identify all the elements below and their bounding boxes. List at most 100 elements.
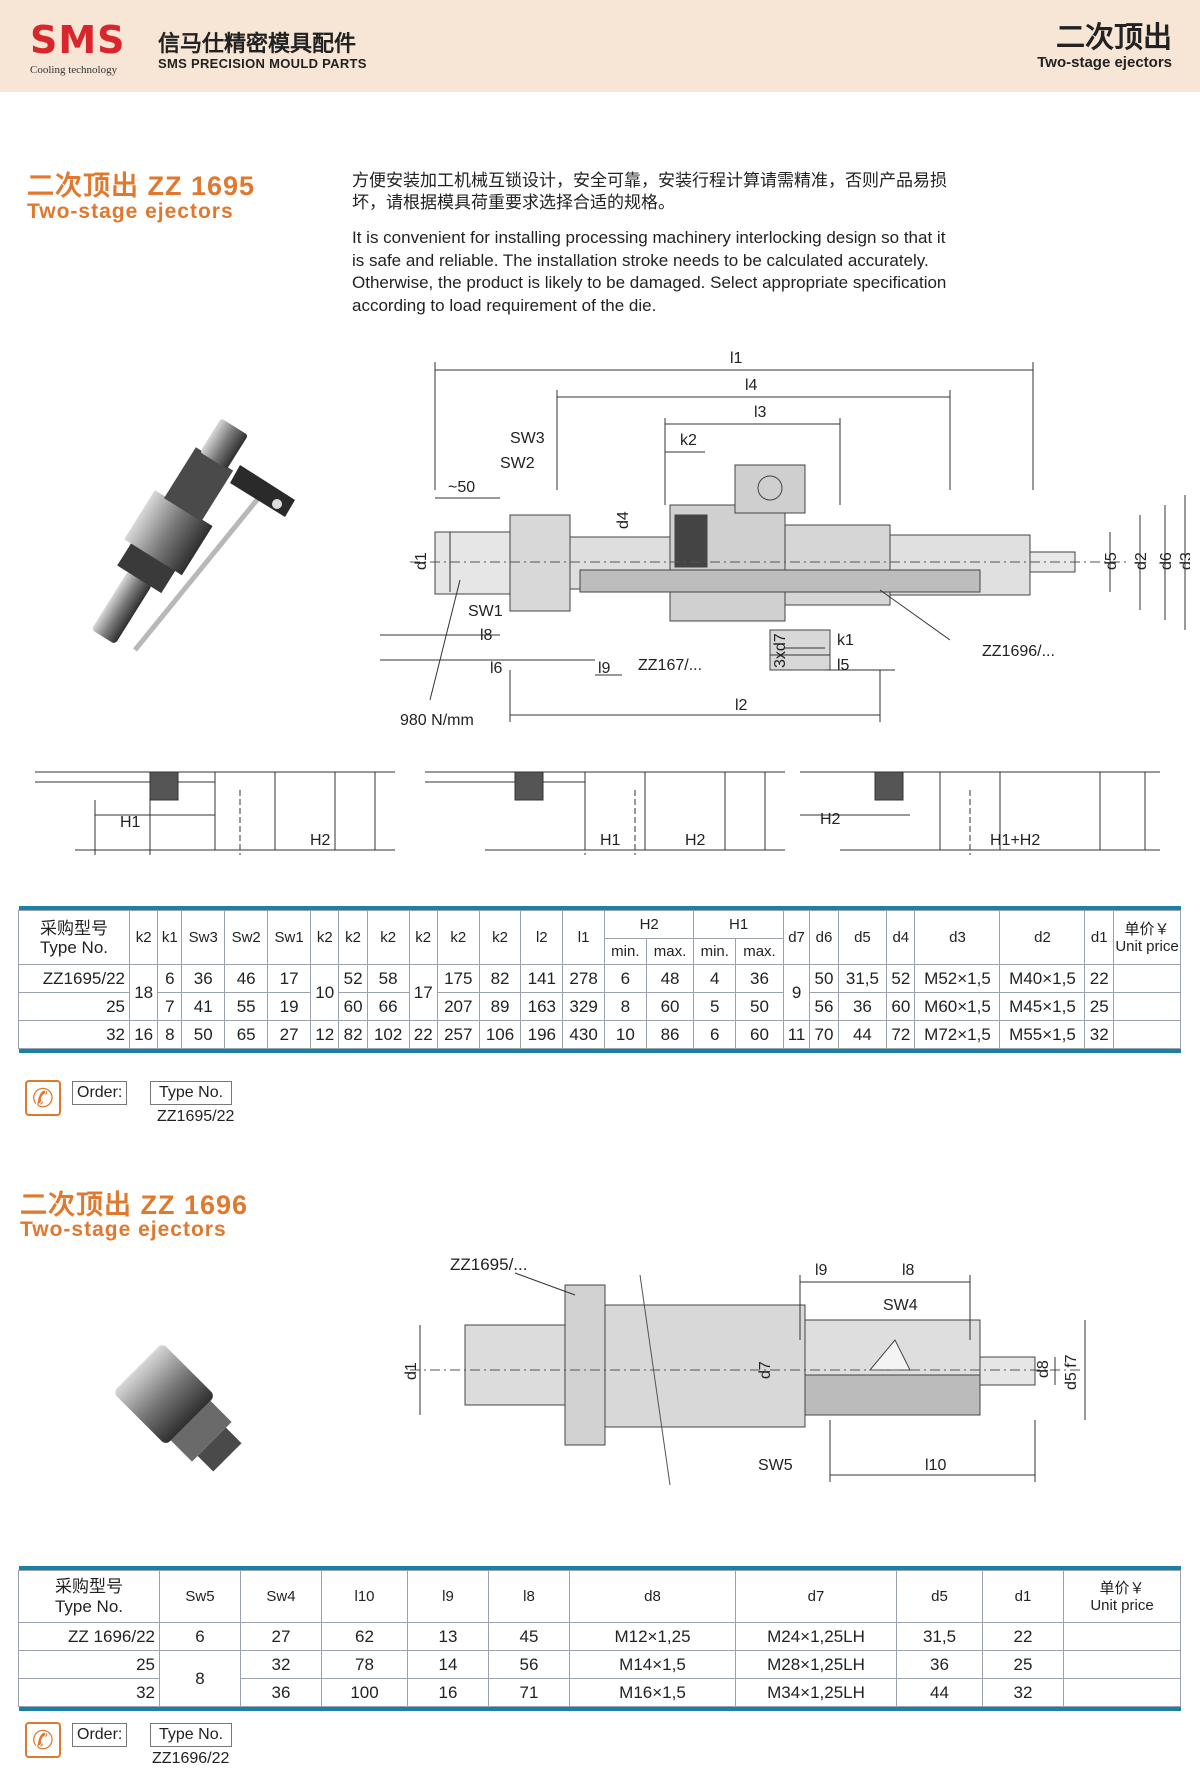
phone-icon: ✆: [25, 1722, 61, 1758]
section1-title-en: Two-stage ejectors: [27, 200, 234, 223]
col-sw5: Sw5: [159, 1570, 241, 1623]
col-k1: k1: [157, 910, 183, 965]
dim-d5: d5: [1103, 552, 1120, 570]
stroke-h1-b: H1: [600, 832, 621, 849]
dim-d6: d6: [1158, 552, 1175, 570]
dim-k1: k1: [837, 632, 854, 649]
table-row: ZZ1695/22 18 6 36 46 17 10 52 58 17 175 …: [18, 964, 1181, 1021]
col-d5: d5: [896, 1570, 983, 1623]
dim-l10: l10: [925, 1457, 946, 1474]
dim-d5-f7: d5 f7: [1063, 1354, 1080, 1390]
col-k2-d: k2: [366, 910, 410, 965]
label-zz1695: ZZ1695/...: [450, 1255, 527, 1274]
col-h1-min: min.: [693, 938, 737, 965]
col-d4: d4: [886, 910, 916, 965]
dim-d1: d1: [403, 1362, 420, 1380]
dim-l3: l3: [754, 404, 767, 421]
order-type-label: Type No.: [150, 1081, 233, 1105]
col-d7: d7: [735, 1570, 897, 1623]
dim-l4: l4: [745, 377, 758, 394]
order-label: Order:: [72, 1723, 128, 1747]
col-l9: l9: [407, 1570, 489, 1623]
order-example: ZZ1696/22: [152, 1750, 230, 1767]
dim-l5: l5: [837, 657, 850, 674]
col-d5: d5: [837, 910, 888, 965]
stroke-h1h2-c: H1+H2: [990, 832, 1040, 849]
col-k2-g: k2: [478, 910, 522, 965]
dim-k2: k2: [680, 432, 697, 449]
col-h2-max: max.: [645, 938, 695, 965]
col-k2: k2: [128, 910, 159, 965]
col-k2-e: k2: [408, 910, 438, 965]
dim-d3: d3: [1178, 552, 1190, 570]
col-d3: d3: [914, 910, 1001, 965]
dim-l8: l8: [480, 627, 493, 644]
col-d8: d8: [569, 1570, 736, 1623]
col-k2-b: k2: [310, 910, 340, 965]
col-h1: H1: [693, 910, 784, 939]
section1-description-cn: 方便安装加工机械互锁设计，安全可靠，安装行程计算请需精准，否则产品易损坏，请根据…: [352, 171, 947, 212]
dim-l2: l2: [735, 697, 748, 714]
header-title-cn: 二次顶出: [1055, 22, 1172, 54]
label-zz1696: ZZ1696/...: [982, 643, 1055, 660]
stroke-diagrams: H1 H2 H1 H2 H2 H1+H2: [35, 771, 1160, 855]
phone-icon: ✆: [25, 1080, 61, 1116]
dim-l1: l1: [730, 350, 743, 367]
stroke-h2-a: H2: [310, 832, 331, 849]
dim-3xd7: 3xd7: [772, 633, 789, 668]
company-name-cn: 信马仕精密模具配件: [158, 31, 357, 56]
table-row: 32 16 8 50 65 27 12 82 102 22 257 106 19…: [18, 1020, 1181, 1049]
dim-sw4: SW4: [883, 1297, 918, 1314]
label-spring-rate: 980 N/mm: [400, 712, 474, 729]
col-h1-max: max.: [735, 938, 784, 965]
table-row: 25 8 32 78 14 56 M14×1,5 M28×1,25LH 36 2…: [18, 1650, 1181, 1707]
col-sw1: Sw1: [267, 910, 312, 965]
col-k2-f: k2: [436, 910, 480, 965]
col-l8: l8: [488, 1570, 570, 1623]
section1-description-en: It is convenient for installing processi…: [352, 228, 947, 315]
stroke-h2-b: H2: [685, 832, 706, 849]
page-header: SMS Cooling technology 信马仕精密模具配件 SMS PRE…: [0, 0, 1200, 92]
order-example: ZZ1695/22: [157, 1108, 235, 1125]
dim-d2: d2: [1133, 552, 1150, 570]
dim-d4: d4: [615, 511, 632, 529]
ejector-product-photo: [92, 419, 295, 652]
dim-sw3: SW3: [510, 430, 545, 447]
col-l1: l1: [562, 910, 605, 965]
section1-title-cn: 二次顶出 ZZ 1695: [27, 171, 256, 201]
table-row: 32 36 100 16 71 M16×1,5 M34×1,25LH 44 32: [18, 1678, 1181, 1707]
col-l10: l10: [321, 1570, 408, 1623]
dim-d7: d7: [757, 1361, 774, 1379]
order-label: Order:: [72, 1081, 128, 1105]
ejector-zz1695-technical-drawing: l1 l4 l3 k2 SW3 SW2 ~50 d1 d4 SW1 l8 l6 …: [380, 350, 1190, 729]
dim-d8: d8: [1035, 1360, 1052, 1378]
col-unit-price: 单价￥Unit price: [1063, 1570, 1181, 1623]
col-d2: d2: [999, 910, 1086, 965]
col-l2: l2: [520, 910, 564, 965]
order-type-label: Type No.: [150, 1723, 233, 1747]
col-sw2: Sw2: [224, 910, 269, 965]
col-k2-c: k2: [338, 910, 368, 965]
company-logo: SMS Cooling technology: [30, 18, 142, 76]
section2-title-en: Two-stage ejectors: [20, 1218, 227, 1241]
logo-subtitle: Cooling technology: [30, 64, 118, 76]
header-title-en: Two-stage ejectors: [1037, 54, 1172, 71]
table-row: 25 7 41 55 19 60 66 207 89 163 329 8 60 …: [18, 992, 1181, 1021]
col-h2-min: min.: [603, 938, 647, 965]
col-d1: d1: [1084, 910, 1114, 965]
dim-d1: d1: [413, 552, 430, 570]
dim-l9: l9: [815, 1262, 828, 1279]
company-name-en: SMS PRECISION MOULD PARTS: [158, 56, 367, 71]
col-d7: d7: [782, 910, 811, 965]
dim-sw2: SW2: [500, 455, 535, 472]
dim-l9: l9: [598, 660, 611, 677]
col-sw3: Sw3: [181, 910, 226, 965]
dim-l8: l8: [902, 1262, 915, 1279]
dim-l6: l6: [490, 660, 503, 677]
col-d1: d1: [982, 1570, 1064, 1623]
col-unit-price: 单价￥Unit price: [1113, 910, 1181, 965]
col-d6: d6: [809, 910, 839, 965]
col-sw4: Sw4: [240, 1570, 322, 1623]
